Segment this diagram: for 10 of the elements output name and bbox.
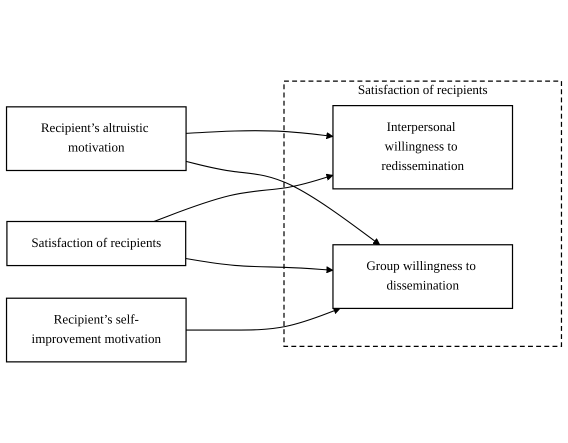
node-box: Interpersonal willingness to redissemination — [332, 105, 514, 190]
arrow — [154, 174, 334, 222]
node-box: Group willingness to dissemination — [332, 244, 514, 310]
node-box: Recipient’s self-improvement motivation — [6, 298, 187, 362]
arrow — [186, 258, 334, 274]
arrow — [186, 307, 340, 331]
node-box: Satisfaction of recipients — [6, 220, 186, 266]
node-box: Recipient’s altruistic motivation — [6, 106, 187, 172]
arrow — [186, 130, 334, 140]
arrow — [186, 160, 380, 246]
